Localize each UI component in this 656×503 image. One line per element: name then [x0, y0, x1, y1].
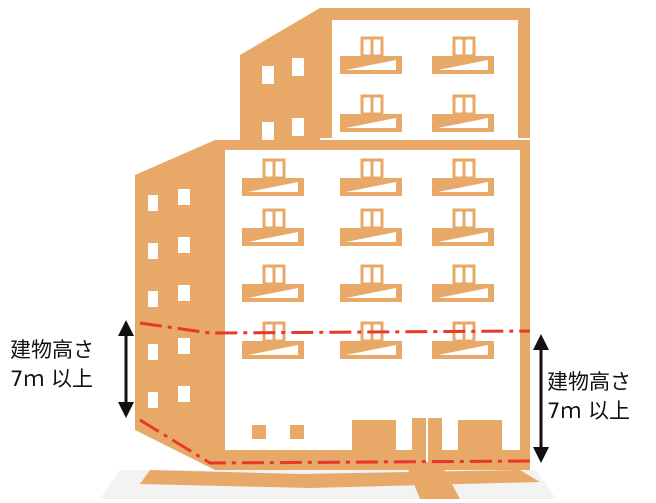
side-window: [178, 285, 190, 301]
double-headed-arrow-icon: [533, 334, 549, 463]
side-window: [178, 189, 190, 205]
balcony: [432, 36, 494, 74]
height-label-right: 建物高さ 7ｍ 以上: [547, 368, 631, 426]
side-window: [148, 392, 158, 408]
height-label-line2: 7ｍ 以上: [10, 367, 94, 391]
balcony: [432, 94, 494, 132]
side-window: [292, 118, 304, 136]
side-window: [292, 58, 304, 76]
ground-window: [290, 425, 304, 439]
side-window: [178, 386, 190, 402]
building-left-side: [135, 140, 215, 470]
entrance-door: [458, 420, 502, 450]
ground-path-tail: [405, 462, 460, 499]
side-window: [148, 243, 158, 259]
entrance-door: [352, 420, 396, 450]
balcony: [340, 264, 402, 302]
side-window: [178, 338, 190, 354]
balconies: [242, 36, 494, 359]
balcony: [340, 208, 402, 246]
side-window: [262, 66, 274, 84]
height-label-line1: 建物高さ: [10, 338, 94, 362]
side-window: [148, 344, 158, 360]
balcony: [242, 208, 304, 246]
balcony: [242, 264, 304, 302]
height-label-line2: 7ｍ 以上: [547, 399, 631, 423]
ground-window: [252, 425, 266, 439]
balcony: [340, 158, 402, 196]
balcony: [432, 208, 494, 246]
side-window: [148, 195, 158, 211]
height-7m-line: [139, 321, 531, 465]
height-label-line1: 建物高さ: [547, 370, 631, 394]
double-headed-arrow-icon: [118, 320, 134, 418]
balcony: [340, 94, 402, 132]
upper-tower-side: [240, 8, 320, 160]
balcony: [432, 264, 494, 302]
side-window: [148, 291, 158, 307]
balcony: [242, 158, 304, 196]
balcony: [432, 158, 494, 196]
side-window: [262, 122, 274, 140]
height-label-left: 建物高さ 7ｍ 以上: [10, 336, 94, 394]
balcony: [340, 36, 402, 74]
side-window: [178, 237, 190, 253]
side-windows: [148, 58, 304, 408]
